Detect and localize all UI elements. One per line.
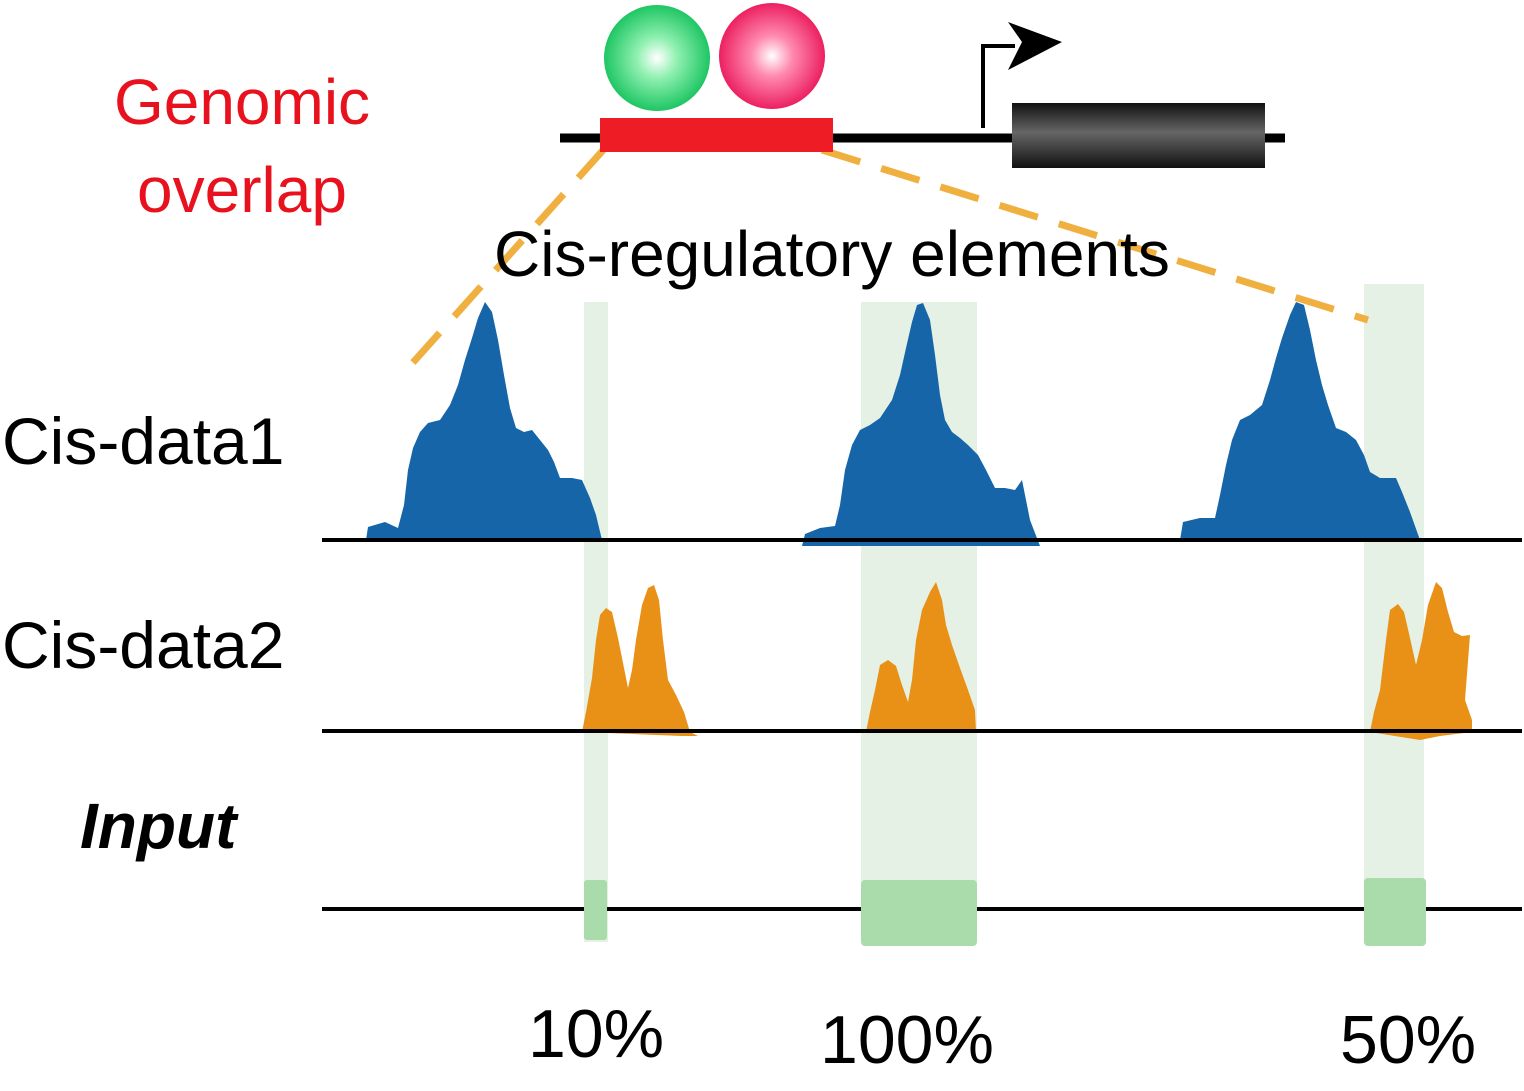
input-region-2: [861, 880, 977, 946]
gene-body: [1012, 103, 1265, 168]
dashed-guide-left: [397, 145, 608, 380]
cis-data1-peak-2: [802, 303, 1040, 546]
cis-data2-peak-2: [866, 582, 976, 732]
overlap-percent-1: 10%: [528, 996, 665, 1072]
cis-data2-peak-3: [1370, 582, 1472, 740]
tss-arrow-icon: [981, 44, 1015, 128]
tss-arrowhead-icon: [1008, 22, 1062, 70]
cis-data2-peak-1: [582, 585, 698, 736]
input-region-3: [1364, 878, 1426, 946]
track-label-cis-data2: Cis-data2: [2, 608, 285, 682]
overlap-percent-2: 100%: [820, 1002, 994, 1078]
protein-pink-icon: [719, 3, 825, 109]
input-region-1: [584, 880, 607, 940]
cis-regulatory-label: Cis-regulatory elements: [494, 218, 1170, 290]
cis-data1-peak-3: [1180, 302, 1420, 540]
track-label-input: Input: [80, 790, 237, 862]
overlap-percent-3: 50%: [1340, 1002, 1477, 1078]
dashed-guide-right: [820, 146, 1370, 324]
cis-data1-track: [366, 302, 1420, 546]
title-line-1: Genomic: [113, 66, 371, 138]
protein-green-icon: [604, 5, 710, 111]
title-line-2: overlap: [137, 154, 347, 226]
cis-data2-track: [582, 582, 1472, 740]
cis-data1-peak-1: [366, 302, 602, 540]
track-label-cis-data1: Cis-data1: [2, 404, 285, 478]
cis-regulatory-element-bar: [600, 118, 833, 152]
